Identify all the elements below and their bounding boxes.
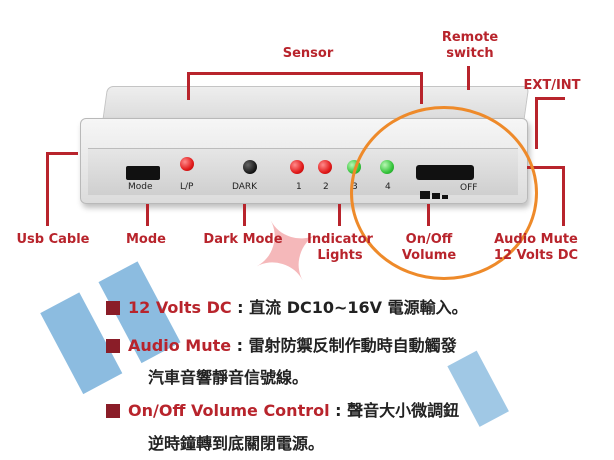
- bullet-onoff-title: On/Off Volume Control: [128, 401, 330, 420]
- bullet-square-icon: [106, 404, 120, 418]
- audio-mute-label: Audio Mute 12 Volts DC: [480, 232, 592, 264]
- bullet-audio-mute-text: 雷射防禦反制作動時自動觸發: [248, 336, 457, 355]
- ext-int-label: EXT/INT: [523, 78, 581, 93]
- bullet-onoff-cont: 逆時鐘轉到底關閉電源。: [148, 434, 325, 453]
- onoff-volume-line1: On/Off: [405, 232, 453, 247]
- panel-1-label: 1: [296, 182, 302, 192]
- usb-line-h: [46, 152, 78, 155]
- remote-switch-label: Remote switch: [430, 30, 510, 62]
- bullet-square-icon: [106, 339, 120, 353]
- audio-mute-line2: 12 Volts DC: [493, 248, 579, 263]
- panel-dark-label: DARK: [232, 182, 258, 192]
- panel-2-label: 2: [323, 182, 329, 192]
- mode-line: [146, 204, 149, 226]
- indicator-lights-label: Indicator Lights: [298, 232, 382, 264]
- usb-cable-label: Usb Cable: [16, 232, 90, 247]
- bullet-onoff: On/Off Volume Control : 聲音大小微調鈕: [106, 401, 459, 421]
- dark-mode-label: Dark Mode: [203, 232, 283, 247]
- remote-switch-line2: switch: [446, 46, 494, 61]
- bullet-12v-title: 12 Volts DC: [128, 298, 232, 317]
- bullet-audio-mute-title: Audio Mute: [128, 336, 232, 355]
- bullet-audio-mute: Audio Mute : 雷射防禦反制作動時自動觸發: [106, 336, 457, 356]
- highlight-circle: [350, 106, 538, 280]
- audio-mute-line1: Audio Mute: [494, 232, 578, 247]
- lp-led: [180, 157, 194, 171]
- sensor-label: Sensor: [282, 46, 334, 61]
- remote-switch-line: [467, 66, 470, 90]
- panel-lp-label: L/P: [180, 182, 194, 192]
- audio-mute-line-v: [562, 166, 565, 226]
- ext-int-line-v: [535, 97, 538, 149]
- mode-label: Mode: [126, 232, 166, 247]
- onoff-volume-line2: Volume: [401, 248, 457, 263]
- sensor-bracket-left: [187, 72, 190, 100]
- audio-mute-line-h: [527, 166, 565, 169]
- dark-mode-line: [243, 204, 246, 226]
- indicator-lights-line1: Indicator: [307, 232, 373, 247]
- indicator-light-1: [290, 160, 304, 174]
- bullet-12v: 12 Volts DC : 直流 DC10~16V 電源輸入。: [106, 298, 468, 318]
- bullet-audio-mute-cont: 汽車音響靜音信號線。: [148, 368, 309, 387]
- bullet-12v-text: 直流 DC10~16V 電源輸入。: [249, 298, 468, 317]
- mode-button: [126, 166, 160, 180]
- sensor-bracket-top: [187, 72, 423, 75]
- indicator-line: [338, 204, 341, 226]
- indicator-lights-line2: Lights: [317, 248, 363, 263]
- onoff-volume-label: On/Off Volume: [392, 232, 466, 264]
- indicator-light-2: [318, 160, 332, 174]
- usb-line-v: [46, 152, 49, 226]
- sensor-bracket-right: [420, 72, 423, 104]
- bullet-onoff-text: 聲音大小微調鈕: [347, 401, 460, 420]
- dark-sensor: [243, 160, 257, 174]
- ext-int-line-h: [535, 97, 565, 100]
- bullet-square-icon: [106, 301, 120, 315]
- panel-mode-label: Mode: [128, 182, 153, 192]
- remote-switch-line1: Remote: [441, 30, 499, 45]
